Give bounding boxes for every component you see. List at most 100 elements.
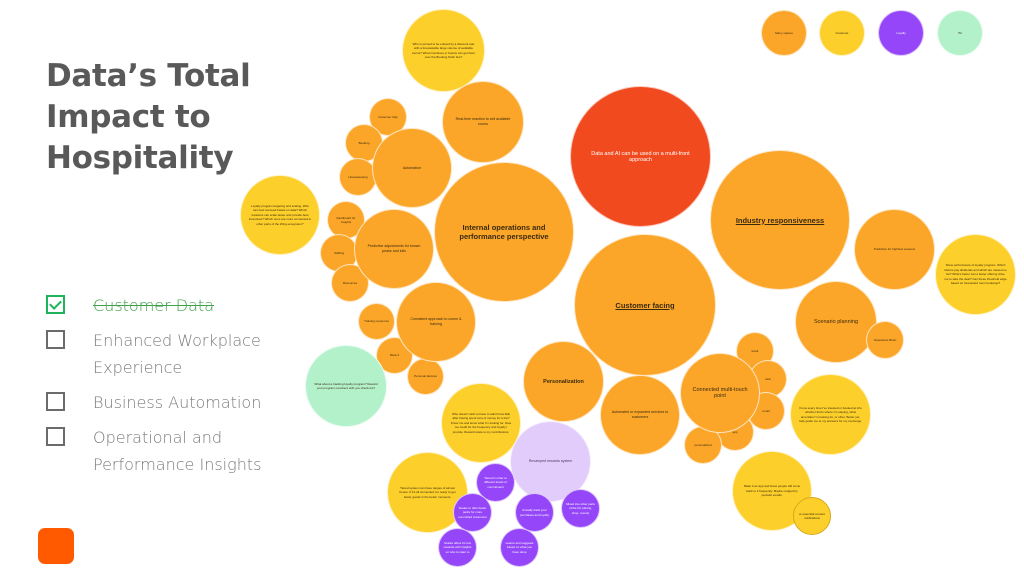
question-know-every-bubble: Know every time I've traveled or booked …: [790, 374, 871, 455]
bubble-text: personalized: [694, 442, 712, 447]
legend-im: IM: [937, 10, 983, 56]
bubble-text: Data and AI can be used on a multi-front…: [591, 150, 690, 163]
bubble-text: Make it an app and know people will come…: [743, 484, 801, 498]
bubble-text: Scales to offer better perks for more co…: [458, 505, 487, 519]
bubble-text: Revamped rewards system: [528, 459, 573, 463]
checklist-item-customer-data[interactable]: Customer Data: [46, 292, 286, 319]
bubble-text: Scenario planning: [813, 319, 859, 325]
bubble-text: Connected multi-touch point: [692, 387, 748, 399]
bubble-text: Predictive adjustments for known peaks a…: [367, 244, 421, 253]
bubble-text: Booking: [358, 140, 370, 145]
question-notifications-bubble: or essential content notifications: [793, 497, 831, 535]
bubble-text: Industry responsiveness: [735, 215, 825, 225]
bubble-text: email: [762, 408, 770, 413]
topic-checklist: Customer Data Enhanced Workplace Experie…: [46, 292, 286, 486]
track-purchases-bubble[interactable]: Actually track your purchases and loyalt…: [515, 493, 554, 532]
bubble-text: web: [765, 376, 771, 381]
checklist-label: Operational and Performance Insights: [93, 428, 262, 474]
checklist-label: Enhanced Workplace Experience: [93, 331, 261, 377]
bubble-text: Resources: [342, 280, 358, 285]
bubble-text: Training resources: [364, 319, 389, 324]
automation-bubble: Automation: [372, 128, 452, 208]
personal-devices-bubble: Personal devices: [407, 358, 444, 395]
bubble-text: What about a tracking loyalty program? R…: [314, 381, 378, 390]
bubble-text: Who doesn't wish to have to admit how li…: [450, 411, 512, 434]
question-show-performance-bubble: Show performance of loyalty program. Whi…: [935, 234, 1016, 315]
training-resources-bubble: Training resources: [358, 303, 395, 340]
connected-multi-touch-bubble: Connected multi-touch point: [680, 353, 760, 433]
bubble-text: Staffing: [333, 250, 345, 255]
personalization-bubble: Personalization: [523, 341, 604, 422]
question-discount-bubble: Who is primed to be enticed by a discoun…: [402, 9, 485, 92]
checkbox-empty-icon[interactable]: [46, 330, 65, 349]
realtime-bubble: Real-time reaction to sell available roo…: [442, 81, 524, 163]
legend-label: Loyalty: [896, 30, 906, 35]
bubble-text: kiosk: [751, 348, 759, 353]
bubble-text: Personalization: [543, 378, 584, 385]
bubble-text: Tiered in order to different levels of c…: [484, 475, 507, 489]
scales-perks-bubble[interactable]: Scales to offer better perks for more co…: [453, 493, 492, 532]
predictive-adjustments-bubble: Predictive adjustments for known peaks a…: [354, 209, 434, 289]
customer-facing-bubble: Customer facing: [574, 234, 716, 376]
industry-responsiveness-bubble: Industry responsiveness: [710, 150, 850, 290]
question-tracking-bubble: What about a tracking loyalty program? R…: [305, 345, 387, 427]
bubble-text: Automated or expanded services to custom…: [611, 410, 669, 419]
brand-logo-square: [38, 528, 74, 564]
operations-brain-bubble: Operations Brain: [866, 321, 904, 359]
bubble-text: Predictive for high/low seasons: [873, 247, 916, 252]
predictive-seasons-bubble: Predictive for high/low seasons: [854, 209, 935, 290]
bubble-text: Personal devices: [414, 374, 437, 379]
title-line-1: Data’s Total: [46, 58, 251, 94]
legend-many-spaces: Many spaces: [761, 10, 807, 56]
checklist-item-automation[interactable]: Business Automation: [46, 389, 286, 416]
bubble-text: Know every time I've traveled or booked …: [799, 405, 862, 423]
bubble-text: app: [732, 429, 738, 434]
legend-loyalty: Loyalty: [878, 10, 924, 56]
legend-label: Many spaces: [775, 30, 793, 35]
scales-offers-bubble[interactable]: Scales offers for low rewards with insig…: [438, 528, 477, 567]
resources-bubble: Resources: [331, 264, 369, 302]
bubble-text: Learns and suggests based on what you ha…: [505, 540, 534, 554]
consistent-approach-bubble: Consistent approach to comm & training: [396, 282, 476, 362]
bubble-text: Tiered system can have ranges of almost …: [399, 485, 456, 499]
bubble-text: Automation: [402, 165, 422, 170]
page-title: Data’s Total Impact to Hospitality: [46, 56, 266, 179]
bubble-text: or essential content notifications: [798, 511, 825, 520]
bubble-text: Housekeeping: [348, 174, 368, 179]
learns-suggests-bubble[interactable]: Learns and suggests based on what you ha…: [500, 528, 539, 567]
bubble-text: Mixed into other parts of the biz (dinin…: [566, 501, 595, 515]
bubble-text: Meta 3: [389, 353, 400, 358]
checklist-label: Business Automation: [93, 393, 262, 412]
legend-customer: Customer: [819, 10, 865, 56]
checkbox-empty-icon[interactable]: [46, 392, 65, 411]
revamped-rewards-bubble: Revamped rewards system: [510, 421, 591, 502]
bubble-text: Consistent approach to comm & training: [410, 317, 462, 326]
bubble-text: Scales offers for low rewards with insig…: [443, 540, 472, 554]
mixed-biz-bubble[interactable]: Mixed into other parts of the biz (dinin…: [561, 489, 600, 528]
legend-label: IM: [958, 30, 962, 35]
bubble-text: Operations Brain: [873, 337, 897, 342]
title-line-3: Hospitality: [46, 140, 234, 176]
checkbox-empty-icon[interactable]: [46, 427, 65, 446]
scenario-planning-bubble: Scenario planning: [795, 281, 877, 363]
title-line-2: Impact to: [46, 99, 211, 135]
bubble-text: Loyalty program targeting and scaling. W…: [248, 203, 312, 226]
central-idea-bubble: Data and AI can be used on a multi-front…: [570, 86, 711, 227]
bubble-text: Customer help: [378, 114, 398, 119]
checklist-label: Customer Data: [93, 296, 215, 315]
checklist-item-operational[interactable]: Operational and Performance Insights: [46, 424, 286, 478]
bubble-text: Real-time reaction to sell available roo…: [455, 117, 511, 126]
bubble-text: Dashboard for insights: [336, 215, 356, 224]
bubble-text: Show performance of loyalty program. Whi…: [944, 263, 1007, 286]
legend-label: Customer: [835, 30, 849, 35]
bubble-text: Actually track your purchases and loyalt…: [519, 508, 550, 517]
checkbox-checked-icon[interactable]: [46, 295, 65, 314]
automated-services-bubble: Automated or expanded services to custom…: [600, 375, 680, 455]
bubble-text: Internal operations and performance pers…: [459, 223, 549, 241]
internal-operations-bubble: Internal operations and performance pers…: [434, 162, 574, 302]
bubble-text: Customer facing: [615, 300, 675, 310]
bubble-text: Who is primed to be enticed by a discoun…: [411, 41, 476, 59]
question-loyalty-bubble: Loyalty program targeting and scaling. W…: [240, 175, 320, 255]
checklist-item-workplace[interactable]: Enhanced Workplace Experience: [46, 327, 286, 381]
question-spend-bubble: Who doesn't wish to have to admit how li…: [441, 383, 521, 463]
